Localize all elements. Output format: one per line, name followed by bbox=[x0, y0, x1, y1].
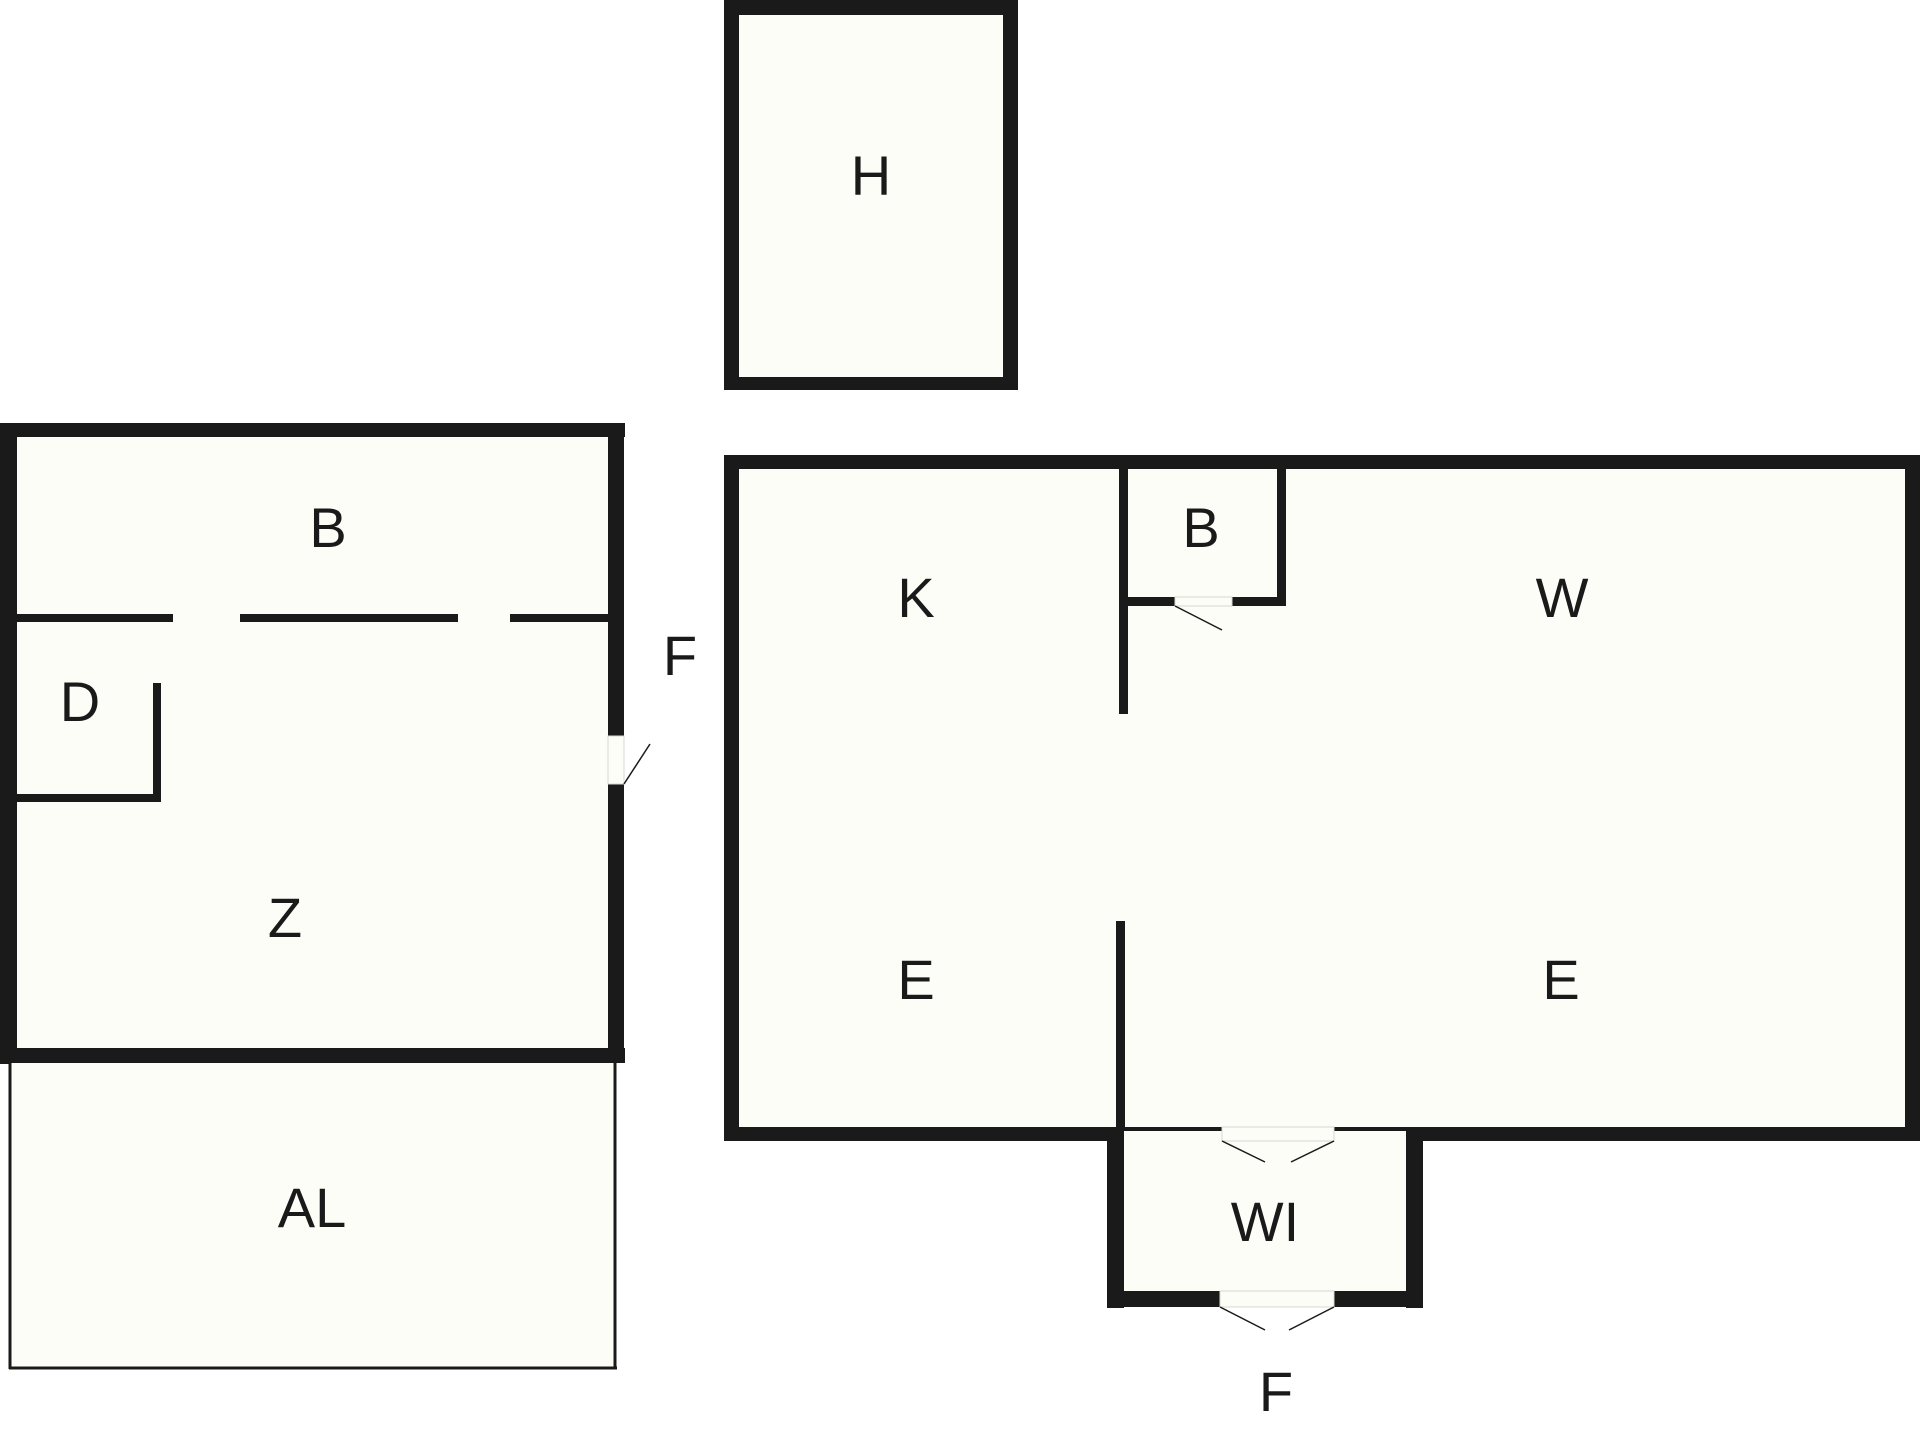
label-e-right: E bbox=[1542, 948, 1579, 1011]
label-z: Z bbox=[268, 886, 302, 949]
label-b-right: B bbox=[1182, 496, 1219, 559]
label-b-left: B bbox=[309, 496, 346, 559]
label-f-side: F bbox=[663, 624, 697, 687]
entry-wi bbox=[1107, 1126, 1423, 1331]
left-building bbox=[0, 423, 651, 1064]
label-k: K bbox=[897, 566, 934, 629]
label-wi: WI bbox=[1231, 1190, 1299, 1253]
porch-al bbox=[8, 1063, 617, 1370]
label-w: W bbox=[1536, 566, 1589, 629]
right-building bbox=[724, 455, 1920, 1141]
label-h: H bbox=[851, 144, 891, 207]
label-al: AL bbox=[278, 1176, 347, 1239]
label-d: D bbox=[60, 670, 100, 733]
room-h bbox=[724, 0, 1018, 390]
label-f-bottom: F bbox=[1259, 1360, 1293, 1423]
label-e-left: E bbox=[897, 948, 934, 1011]
